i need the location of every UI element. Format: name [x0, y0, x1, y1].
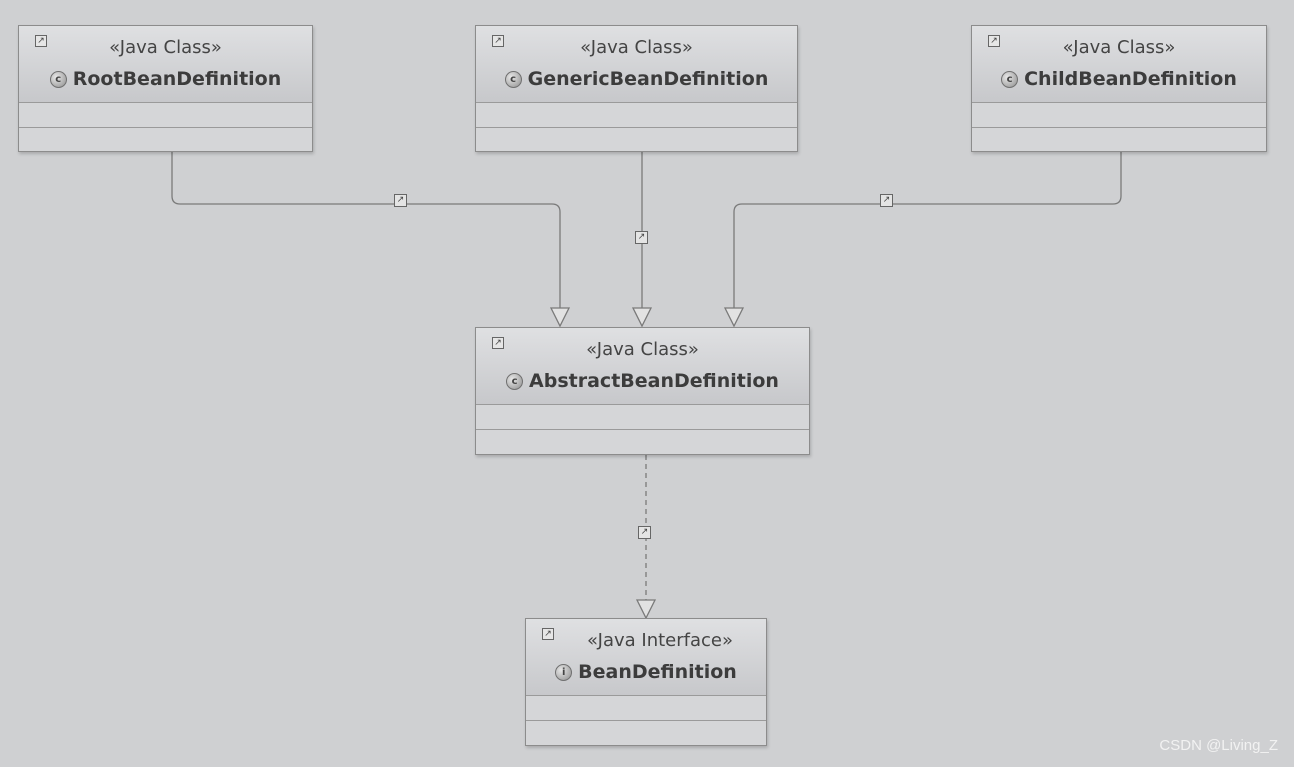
external-link-icon[interactable]: ↗ [35, 35, 47, 47]
operations-section [526, 721, 766, 746]
interface-header: ↗ «Java Interface» i BeanDefinition [526, 619, 766, 696]
class-root-bean-definition[interactable]: ↗ «Java Class» c RootBeanDefinition [18, 25, 313, 152]
class-header: ↗ «Java Class» c RootBeanDefinition [19, 26, 312, 103]
edge-child-to-abstract [733, 152, 1122, 308]
link-icon[interactable]: ↗ [394, 194, 407, 207]
interface-name: BeanDefinition [578, 661, 737, 683]
watermark: CSDN @Living_Z [1159, 737, 1278, 754]
realization-arrowhead [635, 599, 657, 620]
attributes-section [19, 103, 312, 128]
class-name: GenericBeanDefinition [527, 68, 769, 90]
interface-bean-definition[interactable]: ↗ «Java Interface» i BeanDefinition [525, 618, 767, 746]
edge-root-to-abstract [171, 152, 561, 308]
generalization-arrowhead-root [549, 307, 571, 328]
stereotype-label: «Java Interface» [586, 630, 734, 651]
stereotype-label: «Java Class» [586, 339, 699, 360]
stereotype-label: «Java Class» [580, 37, 693, 58]
class-name: AbstractBeanDefinition [529, 370, 779, 392]
class-generic-bean-definition[interactable]: ↗ «Java Class» c GenericBeanDefinition [475, 25, 798, 152]
generalization-arrowhead-child [723, 307, 745, 328]
operations-section [19, 128, 312, 153]
link-icon[interactable]: ↗ [638, 526, 651, 539]
class-header: ↗ «Java Class» c AbstractBeanDefinition [476, 328, 809, 405]
class-name: RootBeanDefinition [72, 68, 282, 90]
stereotype-label: «Java Class» [109, 37, 222, 58]
link-icon[interactable]: ↗ [880, 194, 893, 207]
attributes-section [476, 103, 797, 128]
class-icon: c [504, 70, 522, 88]
attributes-section [476, 405, 809, 430]
operations-section [972, 128, 1266, 153]
stereotype-label: «Java Class» [1062, 37, 1176, 58]
operations-section [476, 430, 809, 455]
class-abstract-bean-definition[interactable]: ↗ «Java Class» c AbstractBeanDefinition [475, 327, 810, 455]
external-link-icon[interactable]: ↗ [492, 35, 504, 47]
external-link-icon[interactable]: ↗ [542, 628, 554, 640]
external-link-icon[interactable]: ↗ [988, 35, 1000, 47]
class-child-bean-definition[interactable]: ↗ «Java Class» c ChildBeanDefinition [971, 25, 1267, 152]
attributes-section [526, 696, 766, 721]
class-header: ↗ «Java Class» c ChildBeanDefinition [972, 26, 1266, 103]
class-icon: c [49, 70, 67, 88]
operations-section [476, 128, 797, 153]
class-name: ChildBeanDefinition [1024, 68, 1237, 90]
link-icon[interactable]: ↗ [635, 231, 648, 244]
external-link-icon[interactable]: ↗ [492, 337, 504, 349]
class-header: ↗ «Java Class» c GenericBeanDefinition [476, 26, 797, 103]
abstract-class-icon: c [506, 372, 524, 390]
interface-icon: i [555, 663, 573, 681]
class-icon: c [1001, 70, 1019, 88]
attributes-section [972, 103, 1266, 128]
generalization-arrowhead-generic [631, 307, 653, 328]
